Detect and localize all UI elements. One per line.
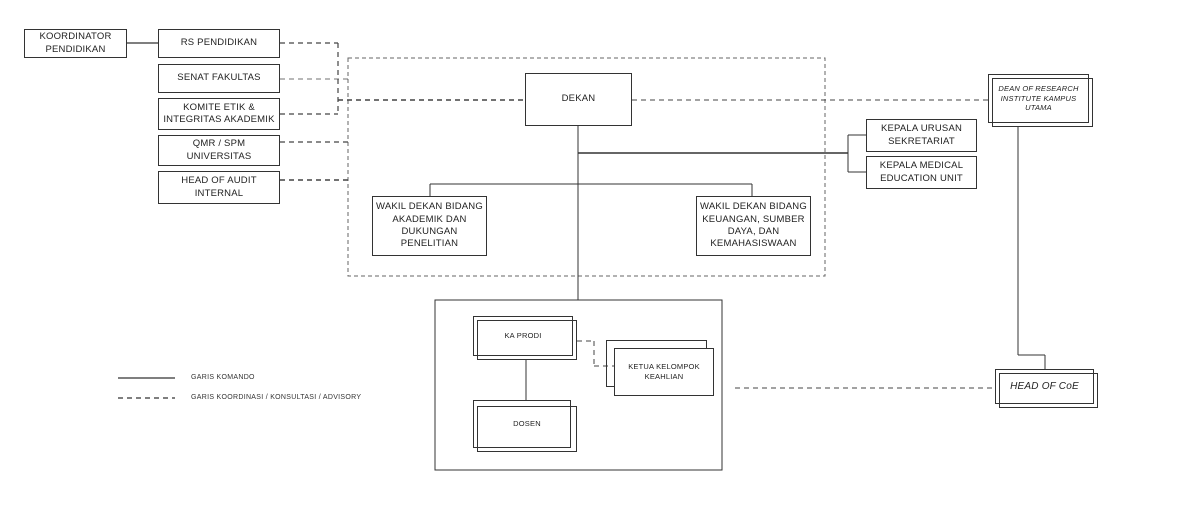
- node-head-of-audit: HEAD OF AUDIT INTERNAL: [158, 171, 280, 204]
- node-kepala-medical-education: KEPALA MEDICAL EDUCATION UNIT: [866, 156, 977, 189]
- node-head-coe-shadow: [999, 373, 1098, 408]
- dekan-group-boundary: [347, 57, 826, 277]
- node-senat-fakultas: SENAT FAKULTAS: [158, 64, 280, 93]
- node-qmr-spm: QMR / SPM UNIVERSITAS: [158, 135, 280, 166]
- node-dosen: DOSEN: [477, 406, 577, 452]
- node-rs-pendidikan: RS PENDIDIKAN: [158, 29, 280, 58]
- node-koordinator-pendidikan: KOORDINATOR PENDIDIKAN: [24, 29, 127, 58]
- node-kepala-urusan-sekretariat: KEPALA URUSAN SEKRETARIAT: [866, 119, 977, 152]
- node-wakil-dekan-keuangan: WAKIL DEKAN BIDANG KEUANGAN, SUMBER DAYA…: [696, 196, 811, 256]
- node-dekan: DEKAN: [525, 73, 632, 126]
- node-ketua-kelompok-keahlian: KETUA KELOMPOK KEAHLIAN: [614, 348, 714, 396]
- node-dean-of-research: DEAN OF RESEARCH INSTITUTE KAMPUS UTAMA: [988, 74, 1089, 123]
- node-ka-prodi: KA PRODI: [473, 316, 573, 356]
- legend-solid-label: GARIS KOMANDO: [191, 374, 255, 381]
- node-dosen-shadow: [473, 400, 571, 448]
- node-ka-prodi-shadow: [477, 320, 577, 360]
- node-wakil-dekan-akademik: WAKIL DEKAN BIDANG AKADEMIK DAN DUKUNGAN…: [372, 196, 487, 256]
- node-head-of-coe: HEAD OF CoE: [995, 369, 1094, 404]
- node-komite-etik: KOMITE ETIK & INTEGRITAS AKADEMIK: [158, 98, 280, 130]
- node-dean-research-shadow: [992, 78, 1093, 127]
- legend-dashed-label: GARIS KOORDINASI / KONSULTASI / ADVISORY: [191, 394, 362, 401]
